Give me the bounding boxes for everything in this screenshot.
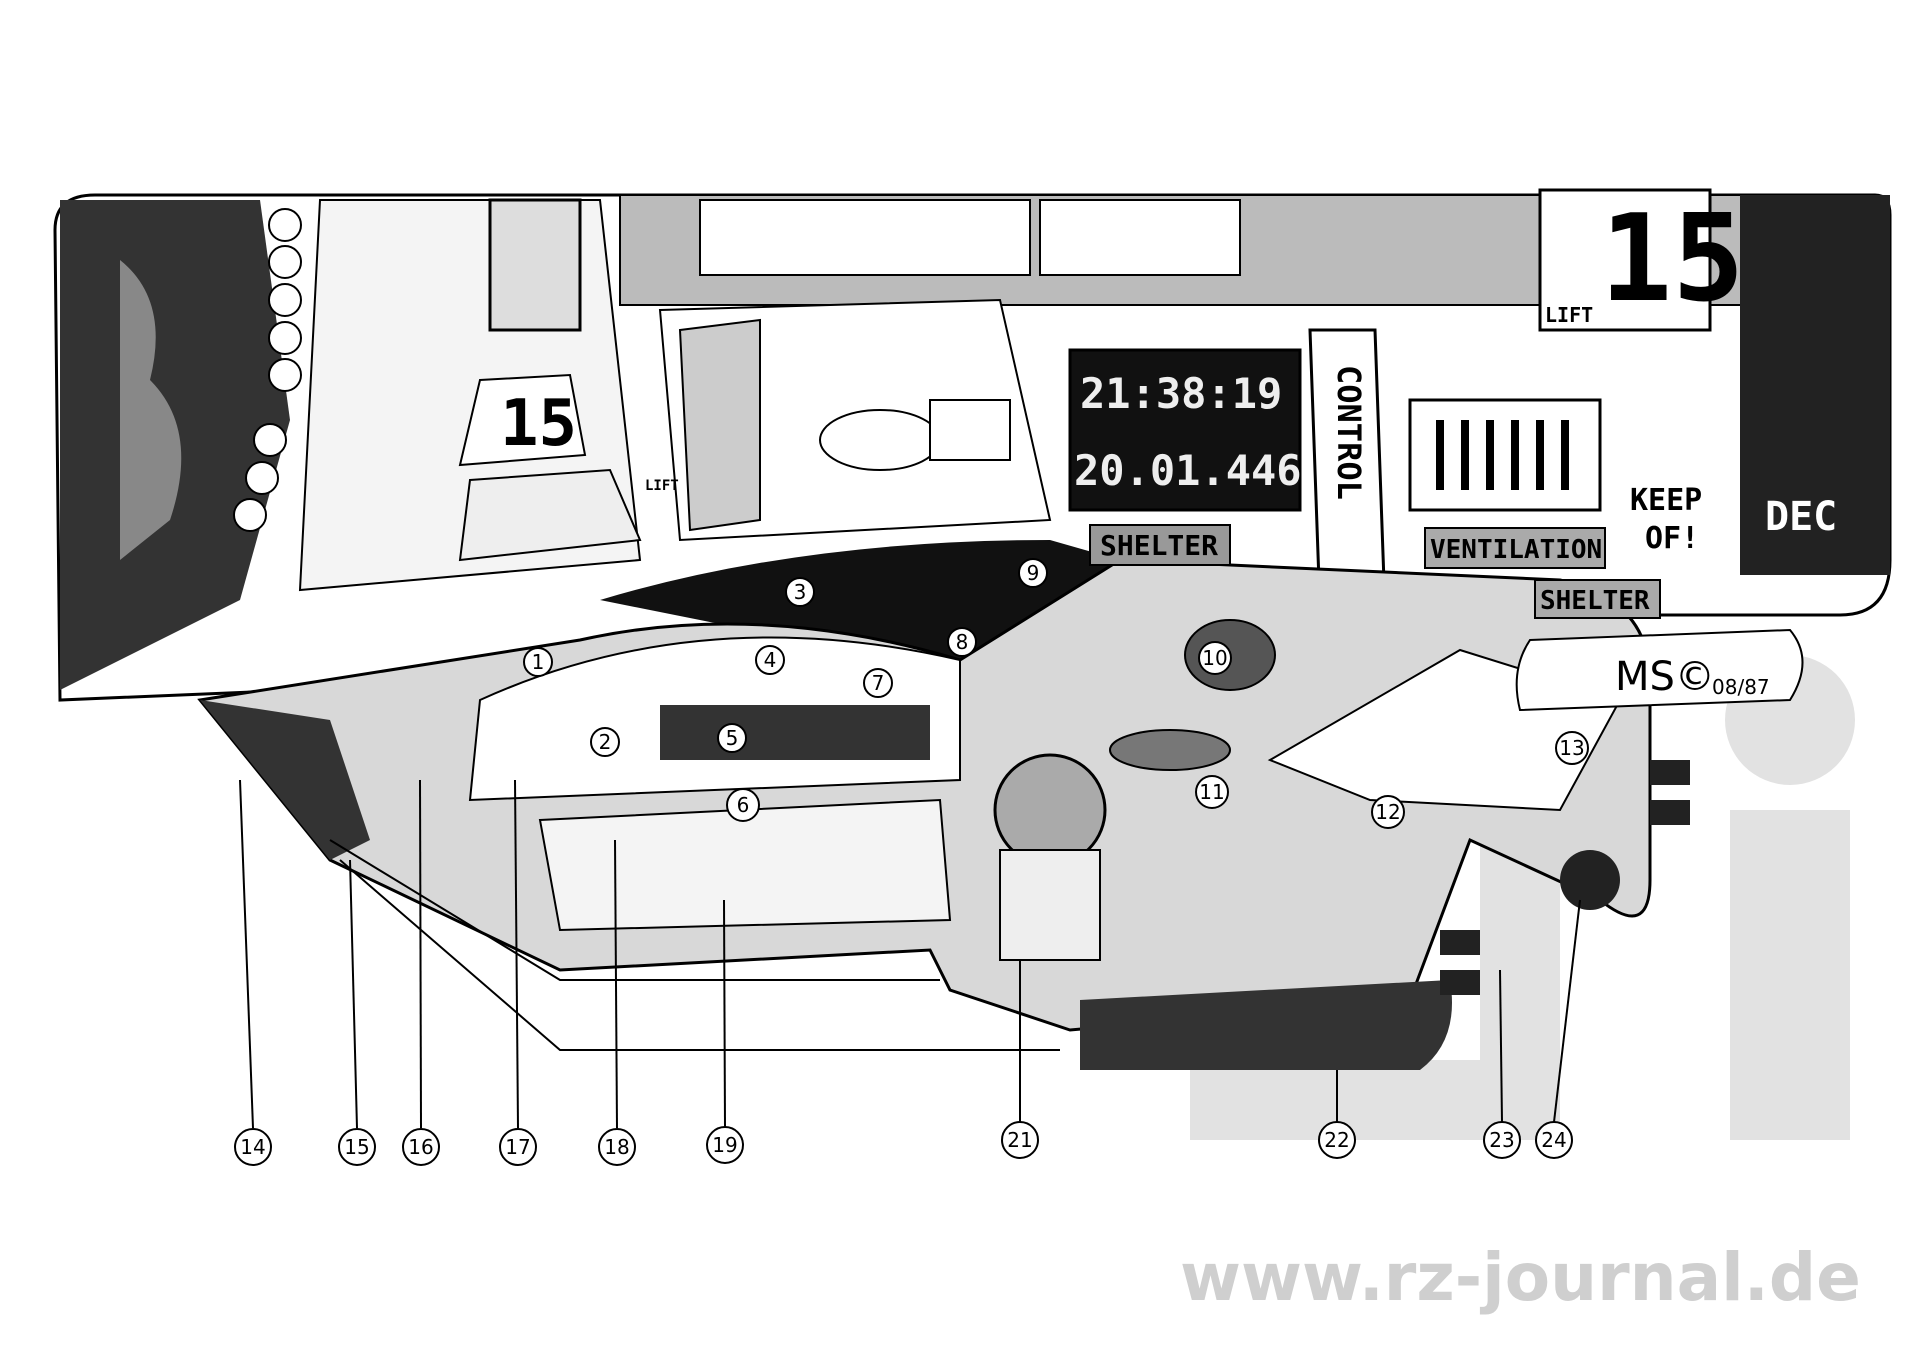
keep-off-sign-line1: KEEP xyxy=(1630,483,1702,518)
callout-8: 8 xyxy=(947,627,977,657)
callout-14: 14 xyxy=(234,1128,272,1166)
callout-6: 6 xyxy=(726,788,760,822)
clock-time: 21:38:19 xyxy=(1080,369,1282,418)
deck-number-left: 15 xyxy=(500,387,577,461)
svg-text:13: 13 xyxy=(1559,736,1584,760)
callout-4: 4 xyxy=(755,645,785,675)
bottom-callout-leaders xyxy=(239,779,1581,1129)
svg-text:11: 11 xyxy=(1199,780,1224,804)
shelter-sign-right: SHELTER xyxy=(1540,586,1650,616)
svg-text:12: 12 xyxy=(1375,800,1400,824)
callout-7: 7 xyxy=(863,668,893,698)
svg-text:18: 18 xyxy=(604,1135,629,1159)
svg-text:19: 19 xyxy=(712,1133,737,1157)
callout-9: 9 xyxy=(1018,558,1048,588)
interior-callouts: 1 2 3 4 5 6 7 8 9 10 11 12 13 xyxy=(523,558,1589,829)
svg-text:24: 24 xyxy=(1541,1128,1566,1152)
callout-16: 16 xyxy=(402,1128,440,1166)
callout-1: 1 xyxy=(523,647,553,677)
callout-5: 5 xyxy=(717,723,747,753)
callout-18: 18 xyxy=(598,1128,636,1166)
lift-sign-left: LIFT xyxy=(645,478,679,494)
svg-text:4: 4 xyxy=(764,648,777,672)
deck-number-right: 15 xyxy=(1600,190,1745,329)
callout-21: 21 xyxy=(1001,1121,1039,1159)
svg-text:1: 1 xyxy=(532,650,545,674)
callout-2: 2 xyxy=(590,727,620,757)
callout-24: 24 xyxy=(1535,1121,1573,1159)
svg-text:15: 15 xyxy=(344,1135,369,1159)
callout-23: 23 xyxy=(1483,1121,1521,1159)
artist-signature: MS© xyxy=(1615,654,1715,700)
station-signs: 21:38:19 20.01.446 15 15 LIFT LIFT SHELT… xyxy=(500,190,1837,712)
callout-15: 15 xyxy=(338,1128,376,1166)
ventilation-sign: VENTILATION xyxy=(1430,535,1602,565)
svg-text:14: 14 xyxy=(240,1135,265,1159)
clock-display xyxy=(1068,348,1302,512)
callout-17: 17 xyxy=(499,1128,537,1166)
svg-text:23: 23 xyxy=(1489,1128,1514,1152)
signature-date: 08/87 xyxy=(1712,675,1770,699)
station-background xyxy=(53,188,1892,760)
svg-text:5: 5 xyxy=(726,726,739,750)
watermark-text: www.rz-journal.de xyxy=(1180,1239,1861,1316)
clock-date: 20.01.446 xyxy=(1074,446,1302,495)
callout-3: 3 xyxy=(785,577,815,607)
svg-text:16: 16 xyxy=(408,1135,433,1159)
svg-text:10: 10 xyxy=(1202,646,1227,670)
svg-text:17: 17 xyxy=(505,1135,530,1159)
callout-12: 12 xyxy=(1371,795,1405,829)
svg-text:7: 7 xyxy=(872,671,885,695)
deck-sign: DEC xyxy=(1765,494,1837,540)
svg-text:8: 8 xyxy=(956,630,969,654)
callout-19: 19 xyxy=(706,1126,744,1164)
svg-text:6: 6 xyxy=(737,793,750,817)
svg-text:2: 2 xyxy=(599,730,612,754)
control-sign: CONTROL xyxy=(1330,365,1368,500)
keep-off-sign-line2: OF! xyxy=(1645,521,1699,556)
callout-22: 22 xyxy=(1318,1121,1356,1159)
callout-13: 13 xyxy=(1555,731,1589,765)
bottom-callout-labels: 14 15 16 17 18 19 21 22 23 24 xyxy=(234,1121,1573,1166)
svg-text:21: 21 xyxy=(1007,1128,1032,1152)
svg-text:22: 22 xyxy=(1324,1128,1349,1152)
callout-10: 10 xyxy=(1198,641,1232,675)
shelter-sign-left: SHELTER xyxy=(1100,529,1218,562)
svg-text:3: 3 xyxy=(794,580,807,604)
lift-sign-right: LIFT xyxy=(1545,303,1593,327)
callout-11: 11 xyxy=(1195,775,1229,809)
svg-text:9: 9 xyxy=(1027,561,1040,585)
